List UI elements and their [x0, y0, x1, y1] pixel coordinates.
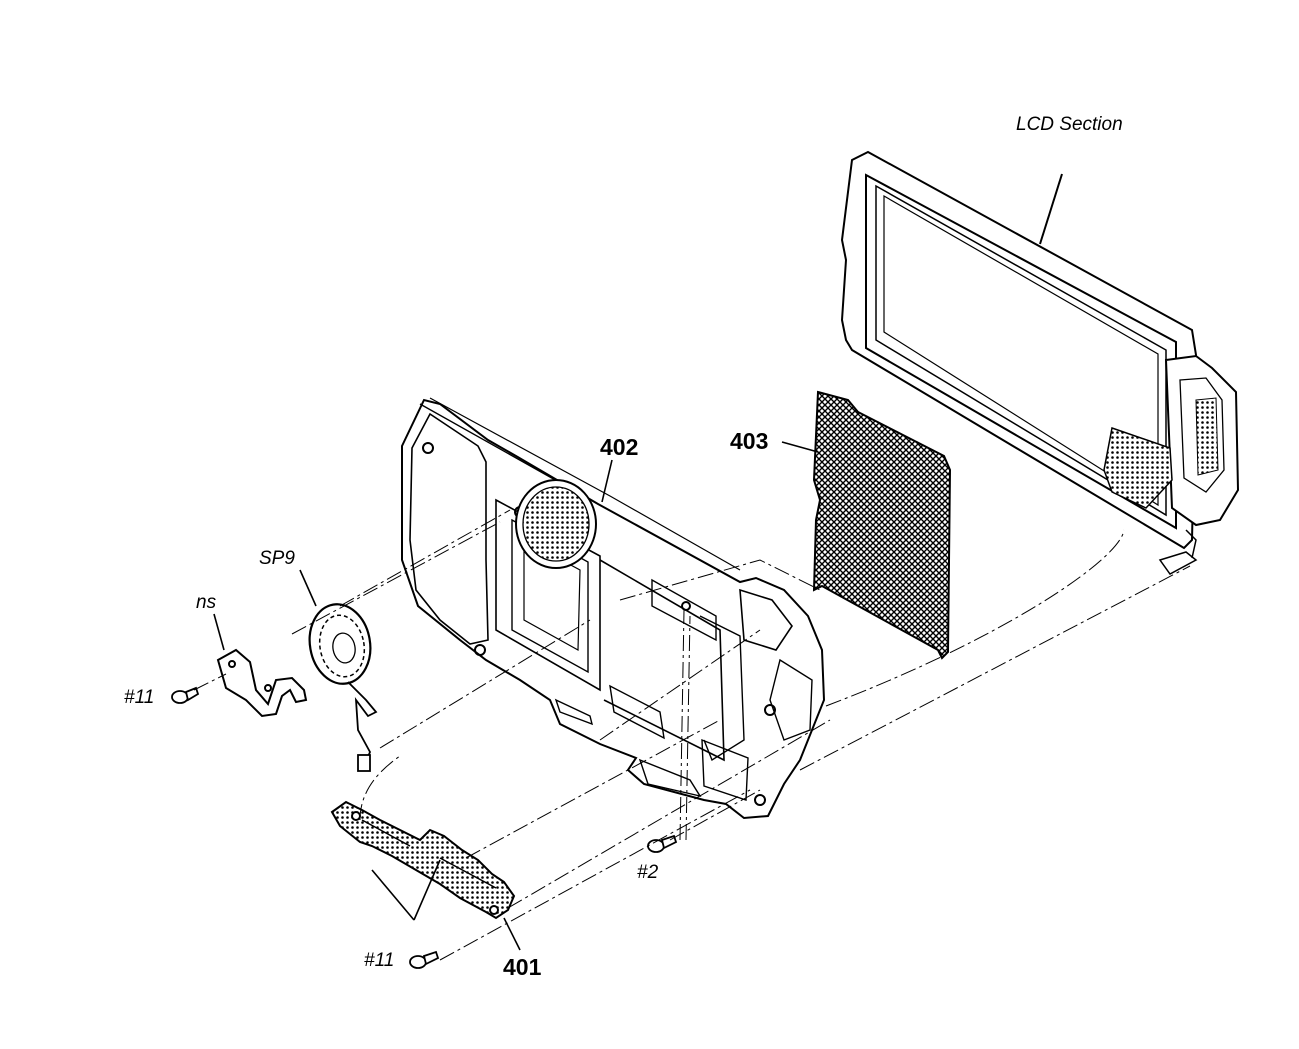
screw-11-lower	[409, 950, 440, 969]
screw-11-upper	[171, 686, 200, 704]
part-401-board	[330, 800, 516, 920]
lcd-section-assembly	[840, 150, 1240, 575]
label-screw-11-upper: #11	[124, 687, 155, 708]
leader-403	[781, 441, 819, 453]
part-ns-bracket	[216, 648, 308, 718]
lcd-leader-line	[1039, 173, 1063, 245]
label-screw-2: #2	[637, 862, 659, 883]
label-sp9: SP9	[259, 548, 295, 569]
label-part-402: 402	[600, 434, 639, 460]
label-lcd-section: LCD Section	[1016, 114, 1123, 135]
label-ns: ns	[196, 592, 217, 613]
frame-speaker-grille	[515, 479, 597, 569]
label-part-401: 401	[503, 954, 542, 980]
label-screw-11-lower: #11	[364, 950, 395, 971]
part-402-main-frame	[401, 397, 826, 820]
leader-sp9	[299, 569, 317, 607]
leader-ns	[213, 613, 225, 651]
assembly-lines	[193, 509, 1191, 961]
label-part-403: 403	[730, 428, 769, 454]
leader-402	[601, 459, 613, 503]
leader-401-bracket	[371, 859, 441, 921]
part-sp9-speaker	[308, 603, 378, 772]
part-403-shield-sheet	[812, 390, 952, 660]
leader-401	[503, 917, 521, 951]
